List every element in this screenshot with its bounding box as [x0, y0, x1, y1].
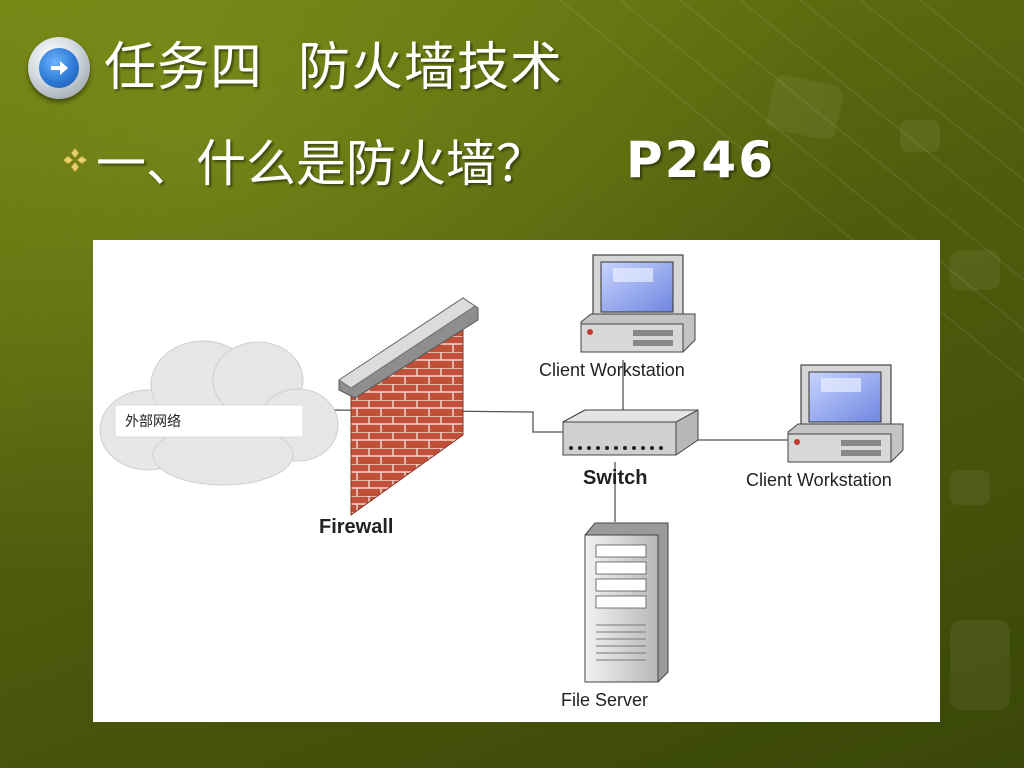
arrow-right-circle-icon[interactable] — [28, 37, 90, 99]
slide-title: 任务四 防火墙技术 — [104, 38, 564, 98]
workstation-top-label: Client Workstation — [539, 360, 685, 380]
switch-label: Switch — [583, 467, 647, 489]
file-server-icon — [584, 522, 669, 683]
workstation-right-icon — [787, 364, 904, 463]
subtitle-row: 一、什么是防火墙？ P246 — [60, 128, 776, 193]
four-diamond-bullet-icon — [62, 147, 88, 173]
network-diagram: 外部网络 Firewall Switch — [93, 240, 940, 722]
switch-icon — [562, 409, 699, 456]
slide-subtitle: 一、什么是防火墙？ — [96, 135, 546, 193]
firewall-icon — [338, 297, 479, 516]
file-server-label: File Server — [561, 690, 648, 710]
cloud-icon — [99, 340, 339, 486]
workstation-right-label: Client Workstation — [746, 470, 892, 490]
title-row: 任务四 防火墙技术 — [28, 30, 563, 106]
cloud-label: 外部网络 — [125, 413, 181, 429]
firewall-label: Firewall — [319, 516, 393, 538]
workstation-top-icon — [580, 254, 696, 353]
page-reference: P246 — [626, 131, 776, 189]
